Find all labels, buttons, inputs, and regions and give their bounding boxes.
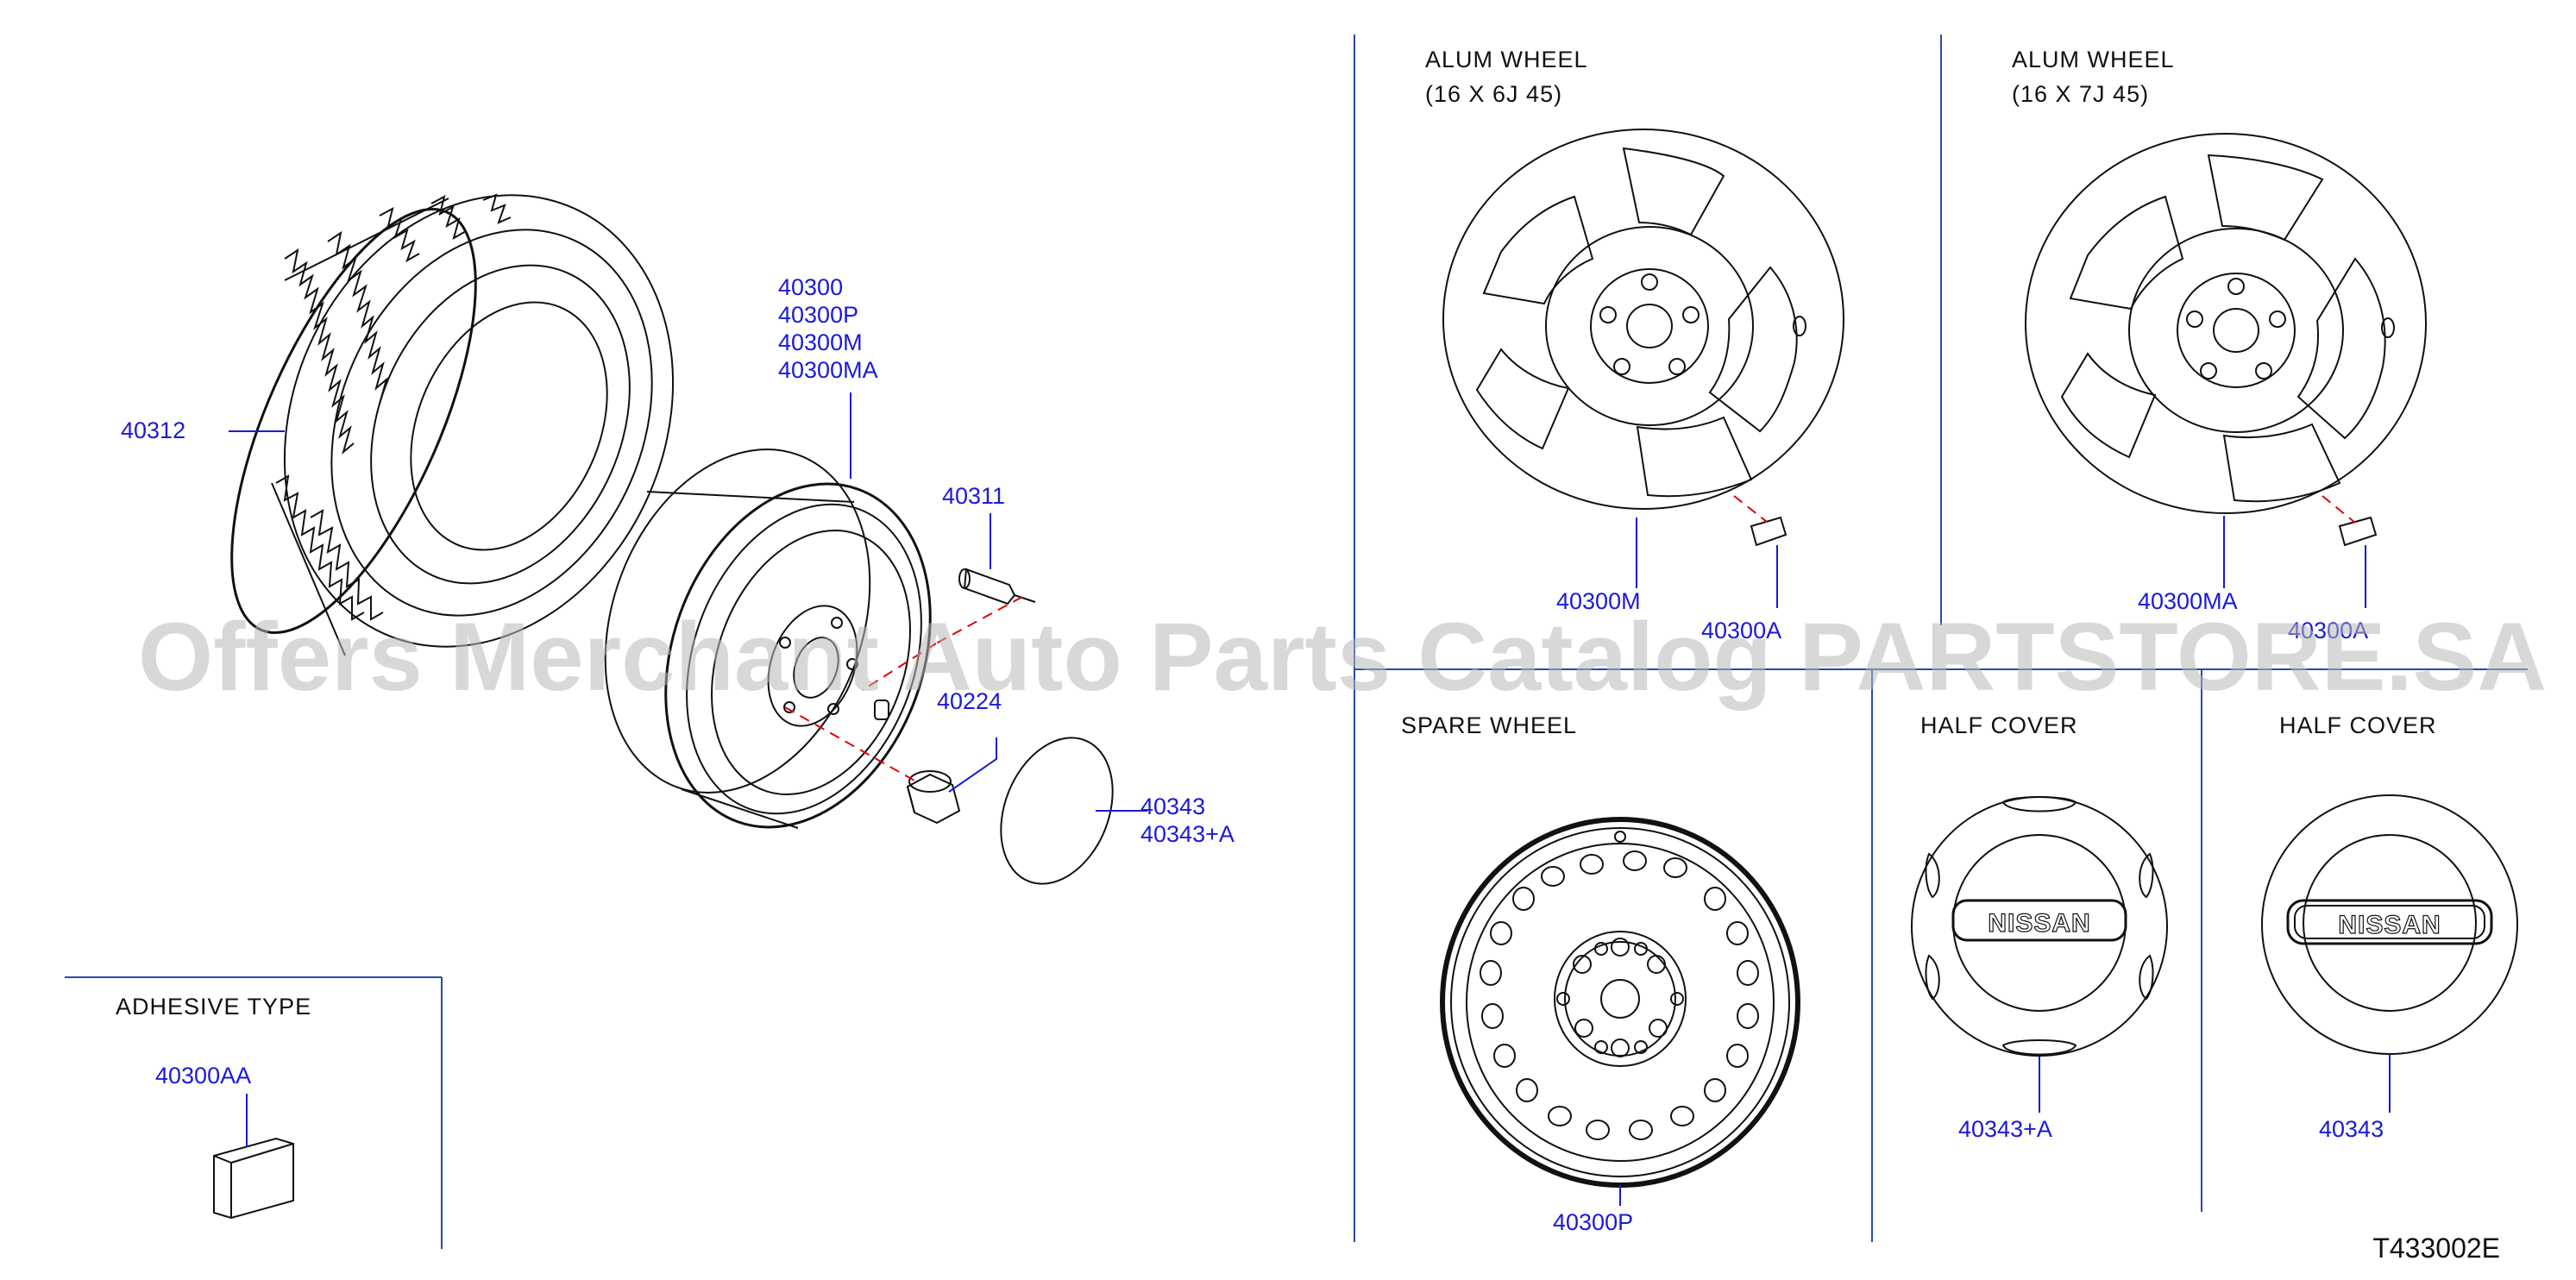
half-cover-b-title: HALF COVER <box>2279 712 2437 738</box>
part-number-alum-7j[interactable]: 40300MA <box>2138 588 2238 614</box>
diagram-code: T433002E <box>2372 1233 2500 1264</box>
half-cover-a-illustration: NISSAN <box>1911 796 2168 1057</box>
section-dividers <box>65 35 2528 1249</box>
alum-6j-title: ALUM WHEEL <box>1425 47 1588 72</box>
part-number-half-cover-a[interactable]: 40343+A <box>1958 1116 2052 1142</box>
part-number-adhesive[interactable]: 40300AA <box>155 1063 251 1089</box>
steel-wheel-illustration <box>604 449 932 829</box>
part-number-labels: 40312 40300 40300P 40300M 40300MA 40311 … <box>121 274 2384 1235</box>
half-cover-b-illustration: NISSAN <box>2261 794 2518 1055</box>
part-number-cap-a[interactable]: 40343+A <box>1140 821 1235 847</box>
blue-leaders-main <box>229 392 1147 812</box>
adhesive-weight-illustration <box>213 1137 294 1220</box>
alum-wheel-6j-illustration <box>1442 129 1844 547</box>
part-number-alum-6j[interactable]: 40300M <box>1556 588 1641 614</box>
alum-6j-weight-leader <box>1733 495 1768 523</box>
part-number-nut[interactable]: 40224 <box>937 688 1002 714</box>
spare-wheel-title: SPARE WHEEL <box>1401 712 1577 738</box>
alum-wheel-7j-illustration <box>2025 133 2427 547</box>
alum-7j-weight-leader <box>2322 495 2356 524</box>
part-number-wheel-40300ma[interactable]: 40300MA <box>778 357 878 383</box>
half-cover-a-logo: NISSAN <box>1988 909 2090 938</box>
alum-7j-subtitle: (16 X 7J 45) <box>2012 81 2149 107</box>
part-number-wheel-40300[interactable]: 40300 <box>778 274 843 300</box>
alum-6j-subtitle: (16 X 6J 45) <box>1425 81 1562 107</box>
part-number-half-cover-b[interactable]: 40343 <box>2319 1116 2384 1142</box>
part-number-wheel-40300m[interactable]: 40300M <box>778 329 863 355</box>
part-number-alum-7j-weight[interactable]: 40300A <box>2288 618 2368 643</box>
spare-wheel-illustration <box>1440 817 1800 1188</box>
wheel-nut-illustration <box>874 700 961 825</box>
part-number-alum-6j-weight[interactable]: 40300A <box>1701 618 1781 643</box>
part-number-cap[interactable]: 40343 <box>1140 794 1205 819</box>
part-number-spare-wheel[interactable]: 40300P <box>1553 1209 1633 1235</box>
part-number-valve[interactable]: 40311 <box>942 483 1005 509</box>
adhesive-type-title: ADHESIVE TYPE <box>116 994 311 1020</box>
section-headings: ALUM WHEEL (16 X 6J 45) ALUM WHEEL (16 X… <box>116 47 2437 1020</box>
valve-stem-illustration <box>958 568 1036 605</box>
half-cover-b-logo: NISSAN <box>2338 911 2441 939</box>
part-number-tire[interactable]: 40312 <box>121 417 185 443</box>
part-number-wheel-40300p[interactable]: 40300P <box>778 302 858 328</box>
tire-illustration <box>230 193 675 656</box>
center-cap-illustration <box>1000 737 1114 885</box>
alum-7j-title: ALUM WHEEL <box>2012 47 2175 72</box>
half-cover-a-title: HALF COVER <box>1920 712 2078 738</box>
dashed-leaders-main <box>784 596 1023 781</box>
watermark: Offers Merchant Auto Parts Catalog PARTS… <box>138 603 2547 711</box>
